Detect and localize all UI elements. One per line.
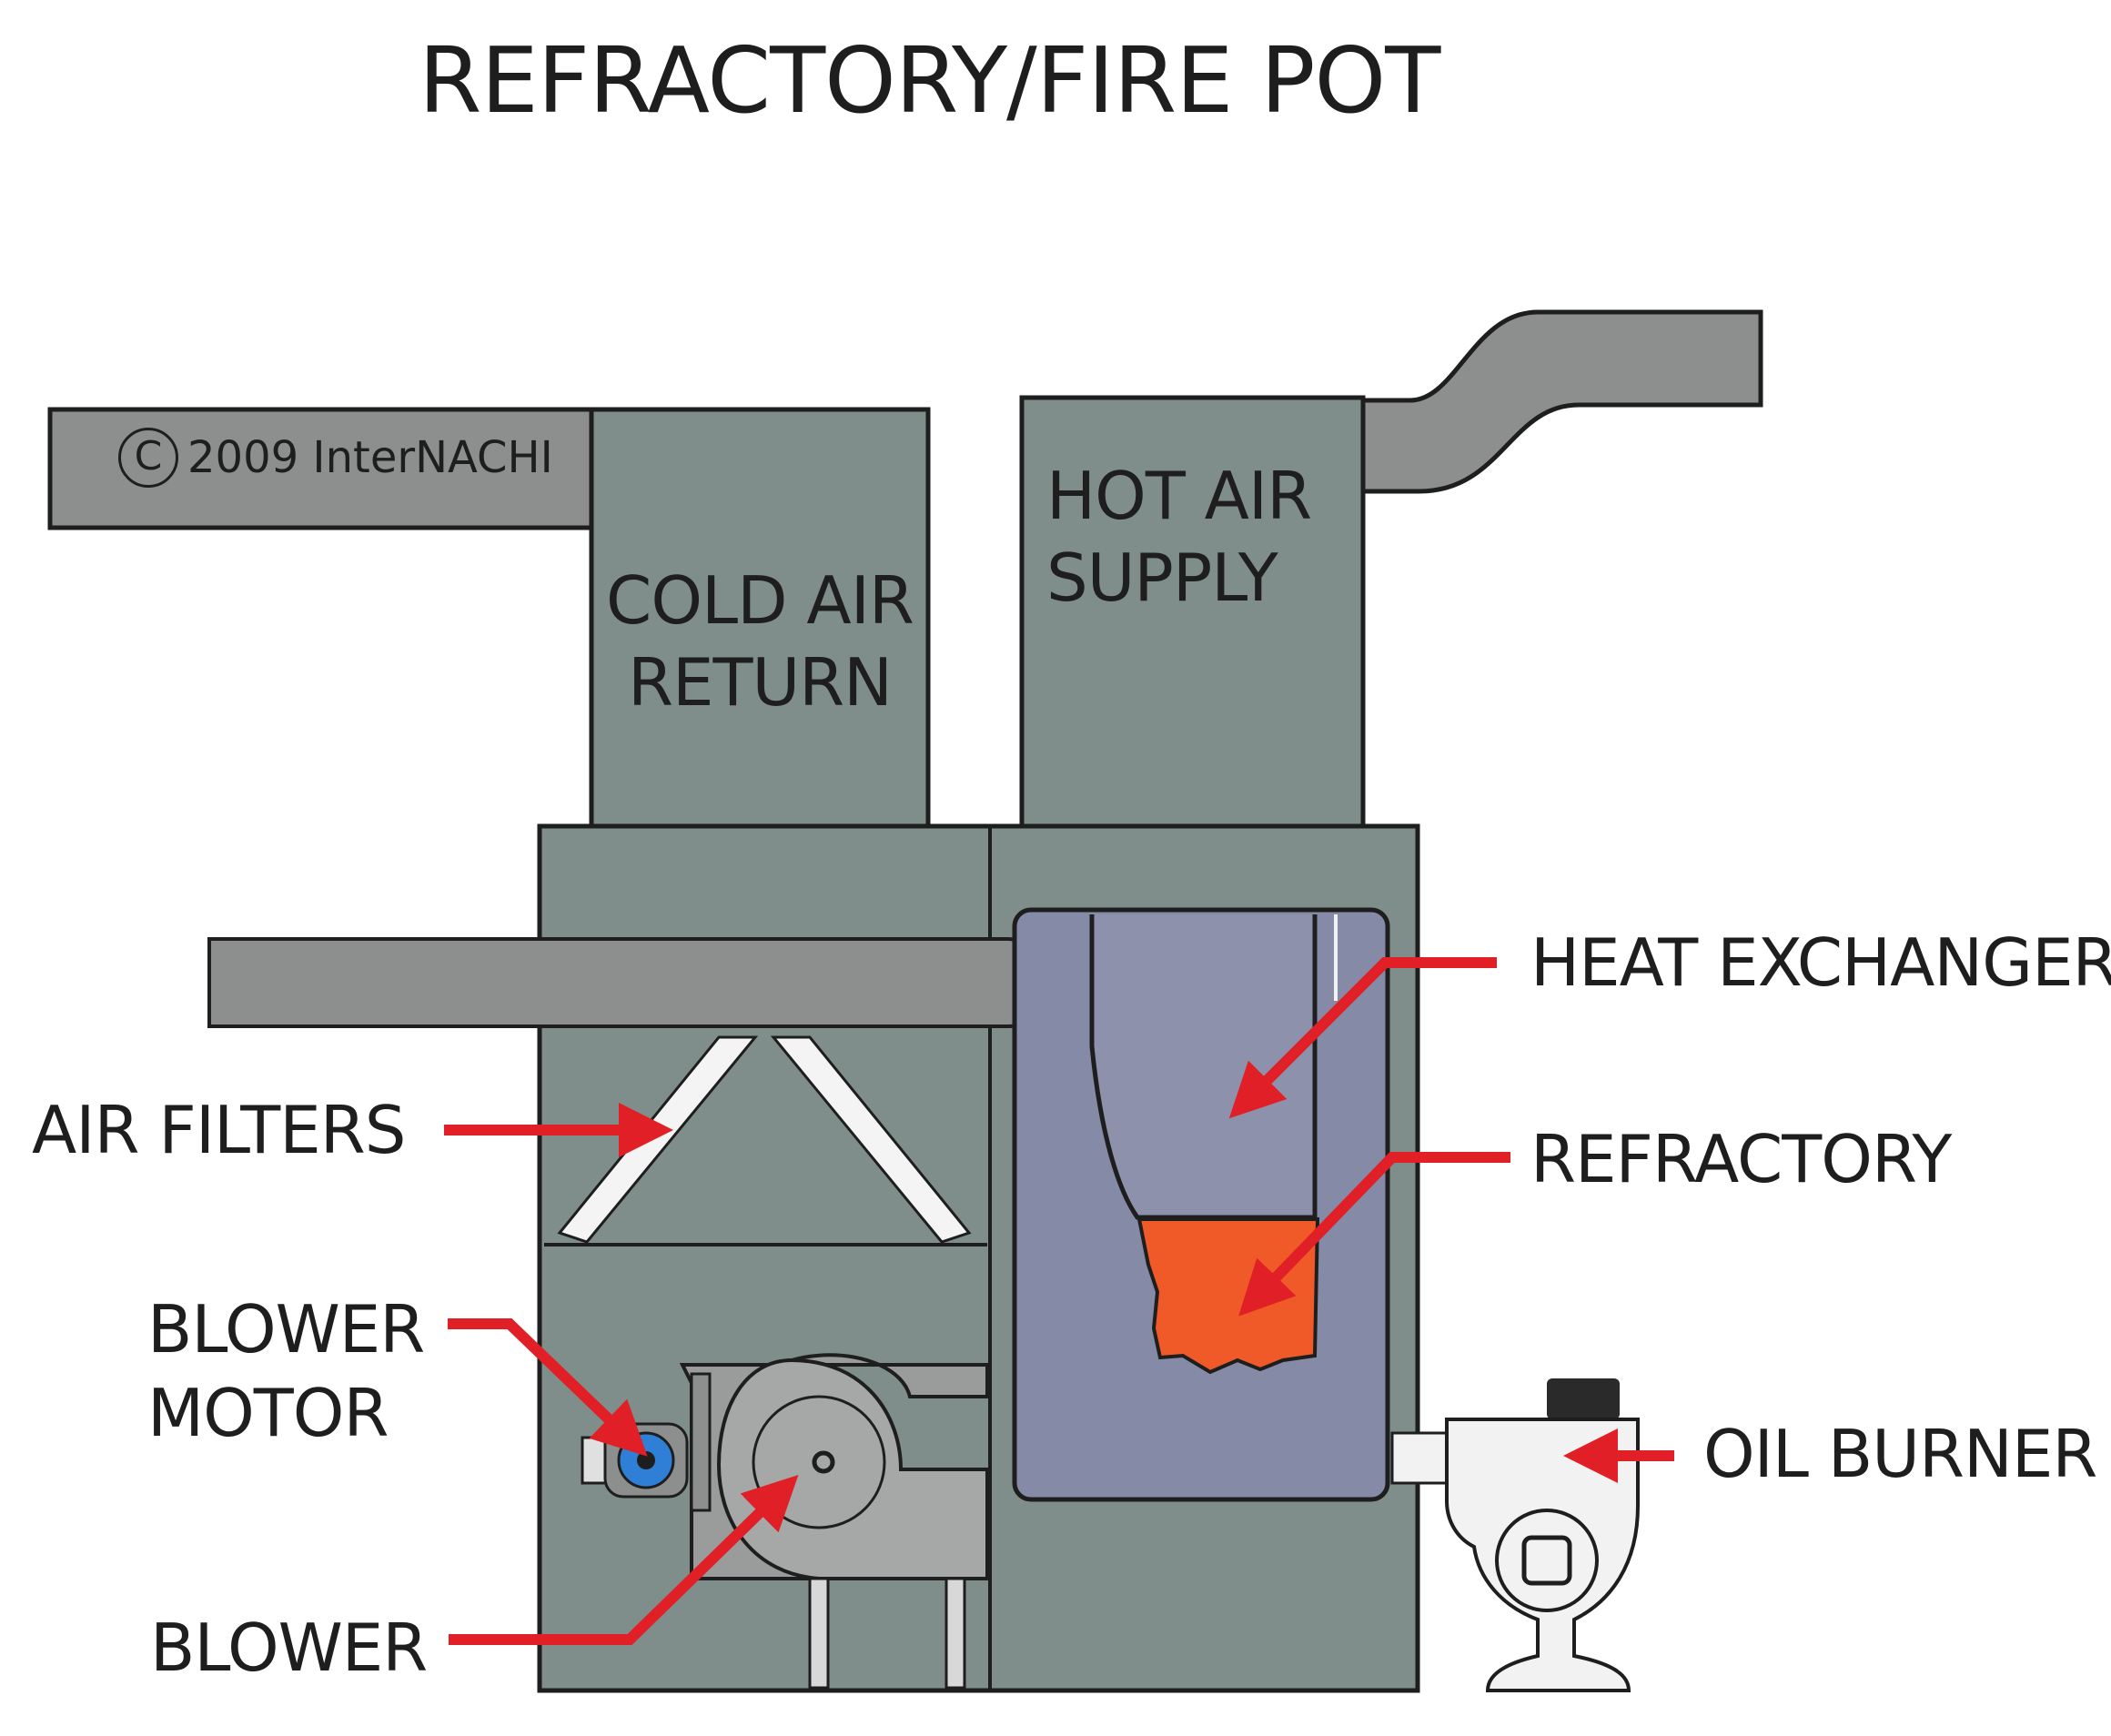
oil-burner	[1390, 1378, 1640, 1692]
arrow-heat-exchanger	[1228, 957, 1497, 1119]
oil-burner-label: OIL BURNER	[1703, 1416, 2097, 1492]
heat-exchanger-label: HEAT EXCHANGER	[1530, 924, 2111, 1001]
horizontal-pipe	[207, 937, 1038, 1028]
hot-air-supply-label: HOT AIR SUPPLY	[1046, 458, 1312, 616]
copyright-notice: C 2009 InterNACHI	[118, 428, 553, 488]
cold-air-return-duct	[589, 407, 931, 831]
blower-motor-label: BLOWER MOTOR	[147, 1291, 425, 1451]
blower-label: BLOWER	[150, 1610, 428, 1686]
arrow-blower	[449, 1475, 799, 1645]
arrow-refractory	[1238, 1152, 1510, 1317]
air-filters-label: AIR FILTERS	[32, 1092, 406, 1168]
copyright-text: 2009 InterNACHI	[187, 432, 553, 483]
refractory-fire-pot	[1136, 1217, 1320, 1375]
refractory-label: REFRACTORY	[1530, 1121, 1952, 1197]
supply-duct	[1360, 309, 1763, 494]
arrow-blower-motor	[448, 1318, 648, 1457]
heat-exchanger	[1089, 914, 1318, 1220]
cold-air-return-label: COLD AIR RETURN	[606, 562, 914, 721]
copyright-icon: C	[118, 428, 178, 488]
diagram-title: REFRACTORY/FIRE POT	[419, 27, 1440, 134]
